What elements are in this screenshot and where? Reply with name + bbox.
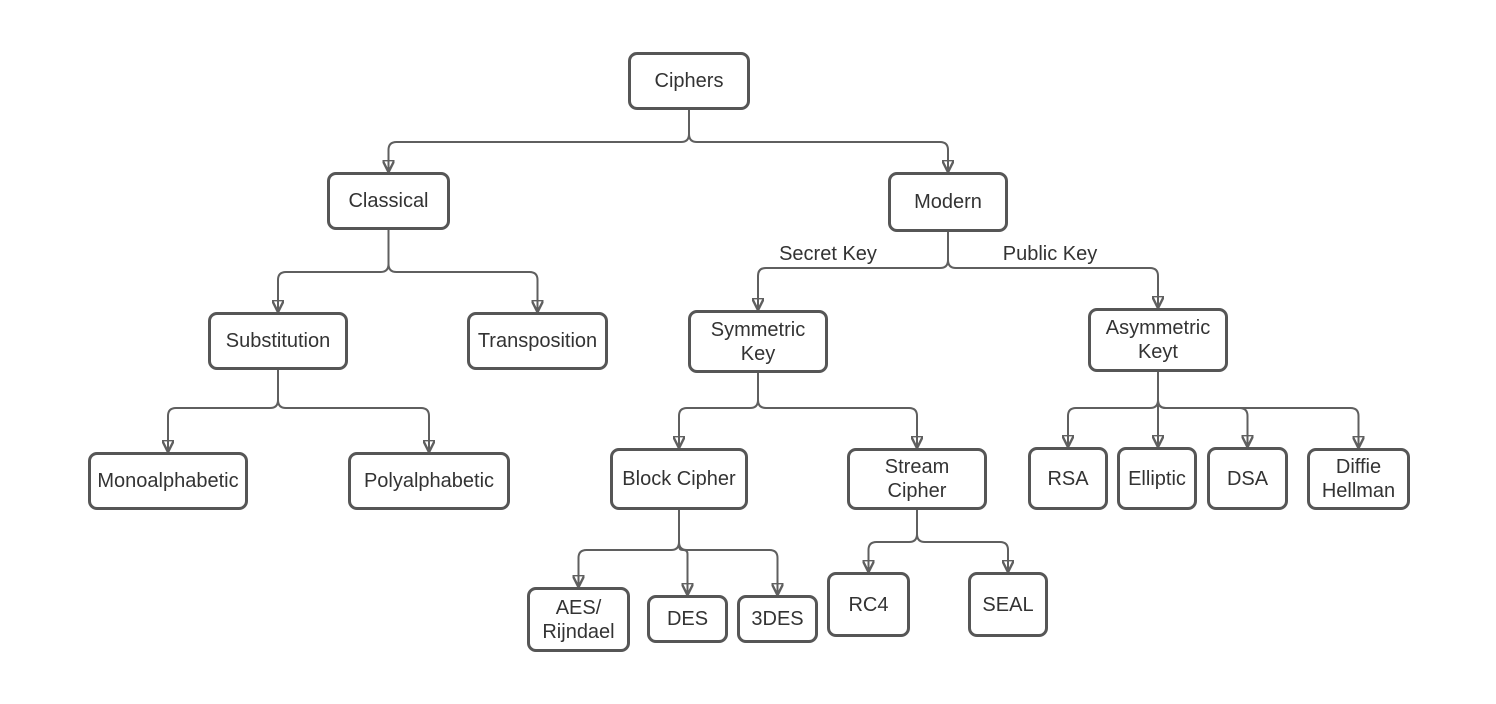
edge-label-secret-key: Secret Key [779, 243, 877, 265]
node-diffie-hellman-label: Diffie Hellman [1321, 456, 1396, 502]
node-classical[interactable]: Classical [327, 172, 450, 230]
node-dsa[interactable]: DSA [1207, 447, 1288, 510]
connector-asymmetric-diffie-hellman [1157, 372, 1359, 447]
connector-block-des [678, 510, 688, 594]
node-des-label: DES [666, 608, 709, 630]
node-rc4[interactable]: RC4 [827, 572, 910, 637]
node-modern[interactable]: Modern [888, 172, 1008, 232]
connector-stream-seal [916, 510, 1008, 571]
connector-classical-transposition [387, 230, 538, 311]
node-stream-cipher[interactable]: Stream Cipher [847, 448, 987, 510]
node-substitution-label: Substitution [225, 330, 331, 352]
connector-stream-rc4 [869, 510, 918, 571]
node-rsa[interactable]: RSA [1028, 447, 1108, 510]
node-polyalphabetic[interactable]: Polyalphabetic [348, 452, 510, 510]
node-symmetric-key[interactable]: Symmetric Key [688, 310, 828, 373]
node-ciphers[interactable]: Ciphers [628, 52, 750, 110]
node-elliptic[interactable]: Elliptic [1117, 447, 1197, 510]
node-modern-label: Modern [914, 191, 982, 213]
node-diffie-hellman[interactable]: Diffie Hellman [1307, 448, 1410, 510]
node-rc4-label: RC4 [848, 593, 889, 616]
node-block-cipher[interactable]: Block Cipher [610, 448, 748, 510]
node-stream-cipher-label: Stream Cipher [884, 456, 950, 502]
connector-asymmetric-dsa [1157, 372, 1248, 446]
connector-substitution-polyalphabetic [277, 370, 429, 451]
node-dsa-label: DSA [1226, 467, 1269, 490]
node-monoalphabetic[interactable]: Monoalphabetic [88, 452, 248, 510]
node-3des-label: 3DES [751, 608, 804, 630]
node-elliptic-label: Elliptic [1128, 467, 1186, 490]
node-asymmetric-key-label: Asymmetric Keyt [1105, 317, 1211, 363]
node-substitution[interactable]: Substitution [208, 312, 348, 370]
connector-block-3des [678, 510, 778, 594]
node-des[interactable]: DES [647, 595, 728, 643]
node-block-cipher-label: Block Cipher [622, 468, 736, 490]
node-monoalphabetic-label: Monoalphabetic [97, 470, 239, 492]
node-transposition[interactable]: Transposition [467, 312, 608, 370]
connector-substitution-monoalphabetic [168, 370, 279, 451]
connector-symmetric-block-cipher [679, 373, 759, 447]
node-symmetric-key-label: Symmetric Key [710, 318, 806, 365]
node-seal-label: SEAL [982, 593, 1034, 616]
node-classical-label: Classical [348, 190, 429, 212]
connector-ciphers-classical [389, 110, 690, 171]
node-aes-rijndael[interactable]: AES/ Rijndael [527, 587, 630, 652]
connector-symmetric-stream-cipher [757, 373, 917, 447]
node-seal[interactable]: SEAL [968, 572, 1048, 637]
node-asymmetric-key[interactable]: Asymmetric Keyt [1088, 308, 1228, 372]
node-transposition-label: Transposition [477, 330, 598, 352]
edge-label-public-key: Public Key [1002, 243, 1098, 265]
node-3des[interactable]: 3DES [737, 595, 818, 643]
connector-ciphers-modern [688, 110, 948, 171]
node-ciphers-label: Ciphers [654, 70, 724, 92]
node-rsa-label: RSA [1047, 467, 1089, 490]
connector-classical-substitution [278, 230, 390, 311]
connector-block-aes-rijndael [579, 510, 680, 586]
node-aes-rijndael-label: AES/ Rijndael [542, 596, 615, 643]
node-polyalphabetic-label: Polyalphabetic [363, 470, 495, 492]
connector-asymmetric-rsa [1068, 372, 1159, 446]
